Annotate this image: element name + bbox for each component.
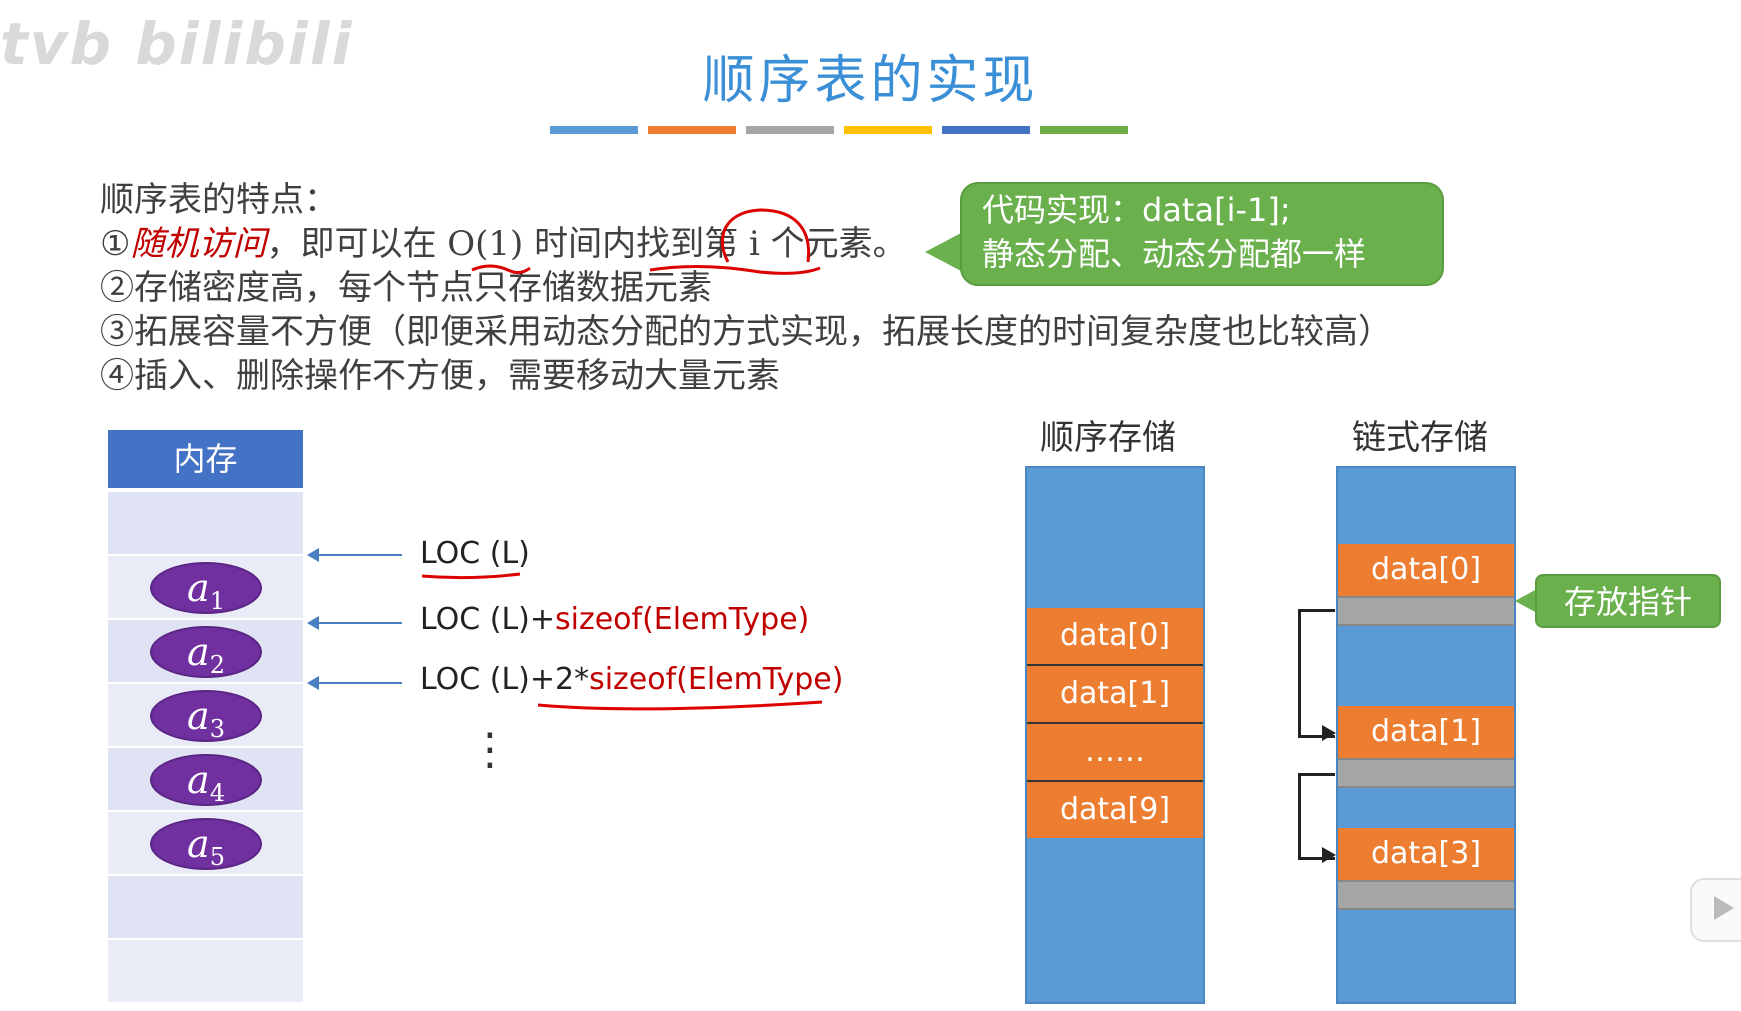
element-oval: a1 (150, 562, 262, 615)
loc-label-1: LOC (L) (420, 536, 530, 571)
linked-storage-label: 链式存储 (1352, 418, 1488, 458)
callout-tail (925, 232, 963, 272)
color-bar (942, 126, 1030, 134)
memory-cell-empty (108, 876, 303, 940)
seq-cell: data[9] (1027, 782, 1203, 838)
feature-item-1: ①随机访问，即可以在 O(1) 时间内找到第 i 个元素。 (100, 222, 1392, 266)
bilibili-watermark: tvb bilibili (0, 10, 354, 78)
pointer-callout: 存放指针 (1535, 574, 1721, 628)
pointer-field (1338, 596, 1514, 626)
element-oval: a3 (150, 690, 262, 743)
seq-cell: …… (1027, 724, 1203, 782)
element-oval: a4 (150, 754, 262, 807)
loc-label-3: LOC (L)+2*sizeof(ElemType) (420, 662, 844, 697)
memory-header: 内存 (108, 430, 303, 488)
pointer-field (1338, 758, 1514, 788)
title-color-bars (550, 126, 1128, 134)
arrow-right-icon (1322, 725, 1336, 741)
arrow-left-icon (307, 616, 319, 630)
element-oval: a2 (150, 626, 262, 679)
callout-line-1: 代码实现：data[i-1]; (982, 191, 1291, 229)
linked-storage-column: data[0] data[1] data[3] (1336, 466, 1516, 1004)
feature-item-4: ④插入、删除操作不方便，需要移动大量元素 (100, 356, 780, 396)
memory-cell-empty (108, 492, 303, 556)
color-bar (1040, 126, 1128, 134)
feature-item-1-num: ① (100, 224, 131, 264)
seq-cell: data[0] (1027, 608, 1203, 666)
sequential-storage-column: data[0] data[1] …… data[9] (1025, 466, 1205, 1004)
arrow-left-icon (307, 676, 319, 690)
memory-cell-empty (108, 940, 303, 1004)
linked-node: data[3] (1338, 828, 1514, 880)
arrow-line (318, 682, 402, 684)
pointer-field (1338, 880, 1514, 910)
memory-cell: a3 (108, 684, 303, 748)
pointer-bracket (1298, 609, 1335, 738)
random-access-text: 随机访问 (130, 224, 267, 264)
play-button[interactable] (1690, 878, 1741, 942)
color-bar (844, 126, 932, 134)
arrow-line (318, 622, 402, 624)
memory-cell: a2 (108, 620, 303, 684)
color-bar (550, 126, 638, 134)
pointer-callout-tail (1515, 589, 1537, 613)
slide-title: 顺序表的实现 (702, 51, 1039, 111)
memory-cell: a4 (108, 748, 303, 812)
memory-cell: a1 (108, 556, 303, 620)
memory-cell: a5 (108, 812, 303, 876)
color-bar (746, 126, 834, 134)
vertical-dots: ⋮ (468, 724, 512, 775)
color-bar (648, 126, 736, 134)
sequential-storage-label: 顺序存储 (1040, 418, 1176, 458)
code-callout: 代码实现：data[i-1]; 静态分配、动态分配都一样 (960, 182, 1444, 286)
callout-line-2: 静态分配、动态分配都一样 (982, 235, 1367, 273)
seq-cell: data[1] (1027, 666, 1203, 724)
features-heading: 顺序表的特点： (100, 180, 338, 220)
arrow-line (318, 554, 402, 556)
feature-item-3: ③拓展容量不方便（即便采用动态分配的方式实现，拓展长度的时间复杂度也比较高） (100, 312, 1392, 352)
play-icon (1714, 896, 1734, 920)
memory-column: a1 a2 a3 a4 a5 (108, 492, 303, 1004)
arrow-left-icon (307, 548, 319, 562)
element-oval: a5 (150, 818, 262, 871)
arrow-right-icon (1322, 847, 1336, 863)
linked-node: data[1] (1338, 706, 1514, 758)
feature-item-2: ②存储密度高，每个节点只存储数据元素 (100, 268, 712, 308)
loc-label-2: LOC (L)+sizeof(ElemType) (420, 602, 810, 637)
features-list: 顺序表的特点： ①随机访问，即可以在 O(1) 时间内找到第 i 个元素。 ②存… (100, 178, 1392, 398)
feature-item-1-rest: ，即可以在 O(1) 时间内找到第 i 个元素。 (266, 224, 907, 264)
pointer-bracket (1298, 773, 1335, 860)
linked-node: data[0] (1338, 544, 1514, 596)
